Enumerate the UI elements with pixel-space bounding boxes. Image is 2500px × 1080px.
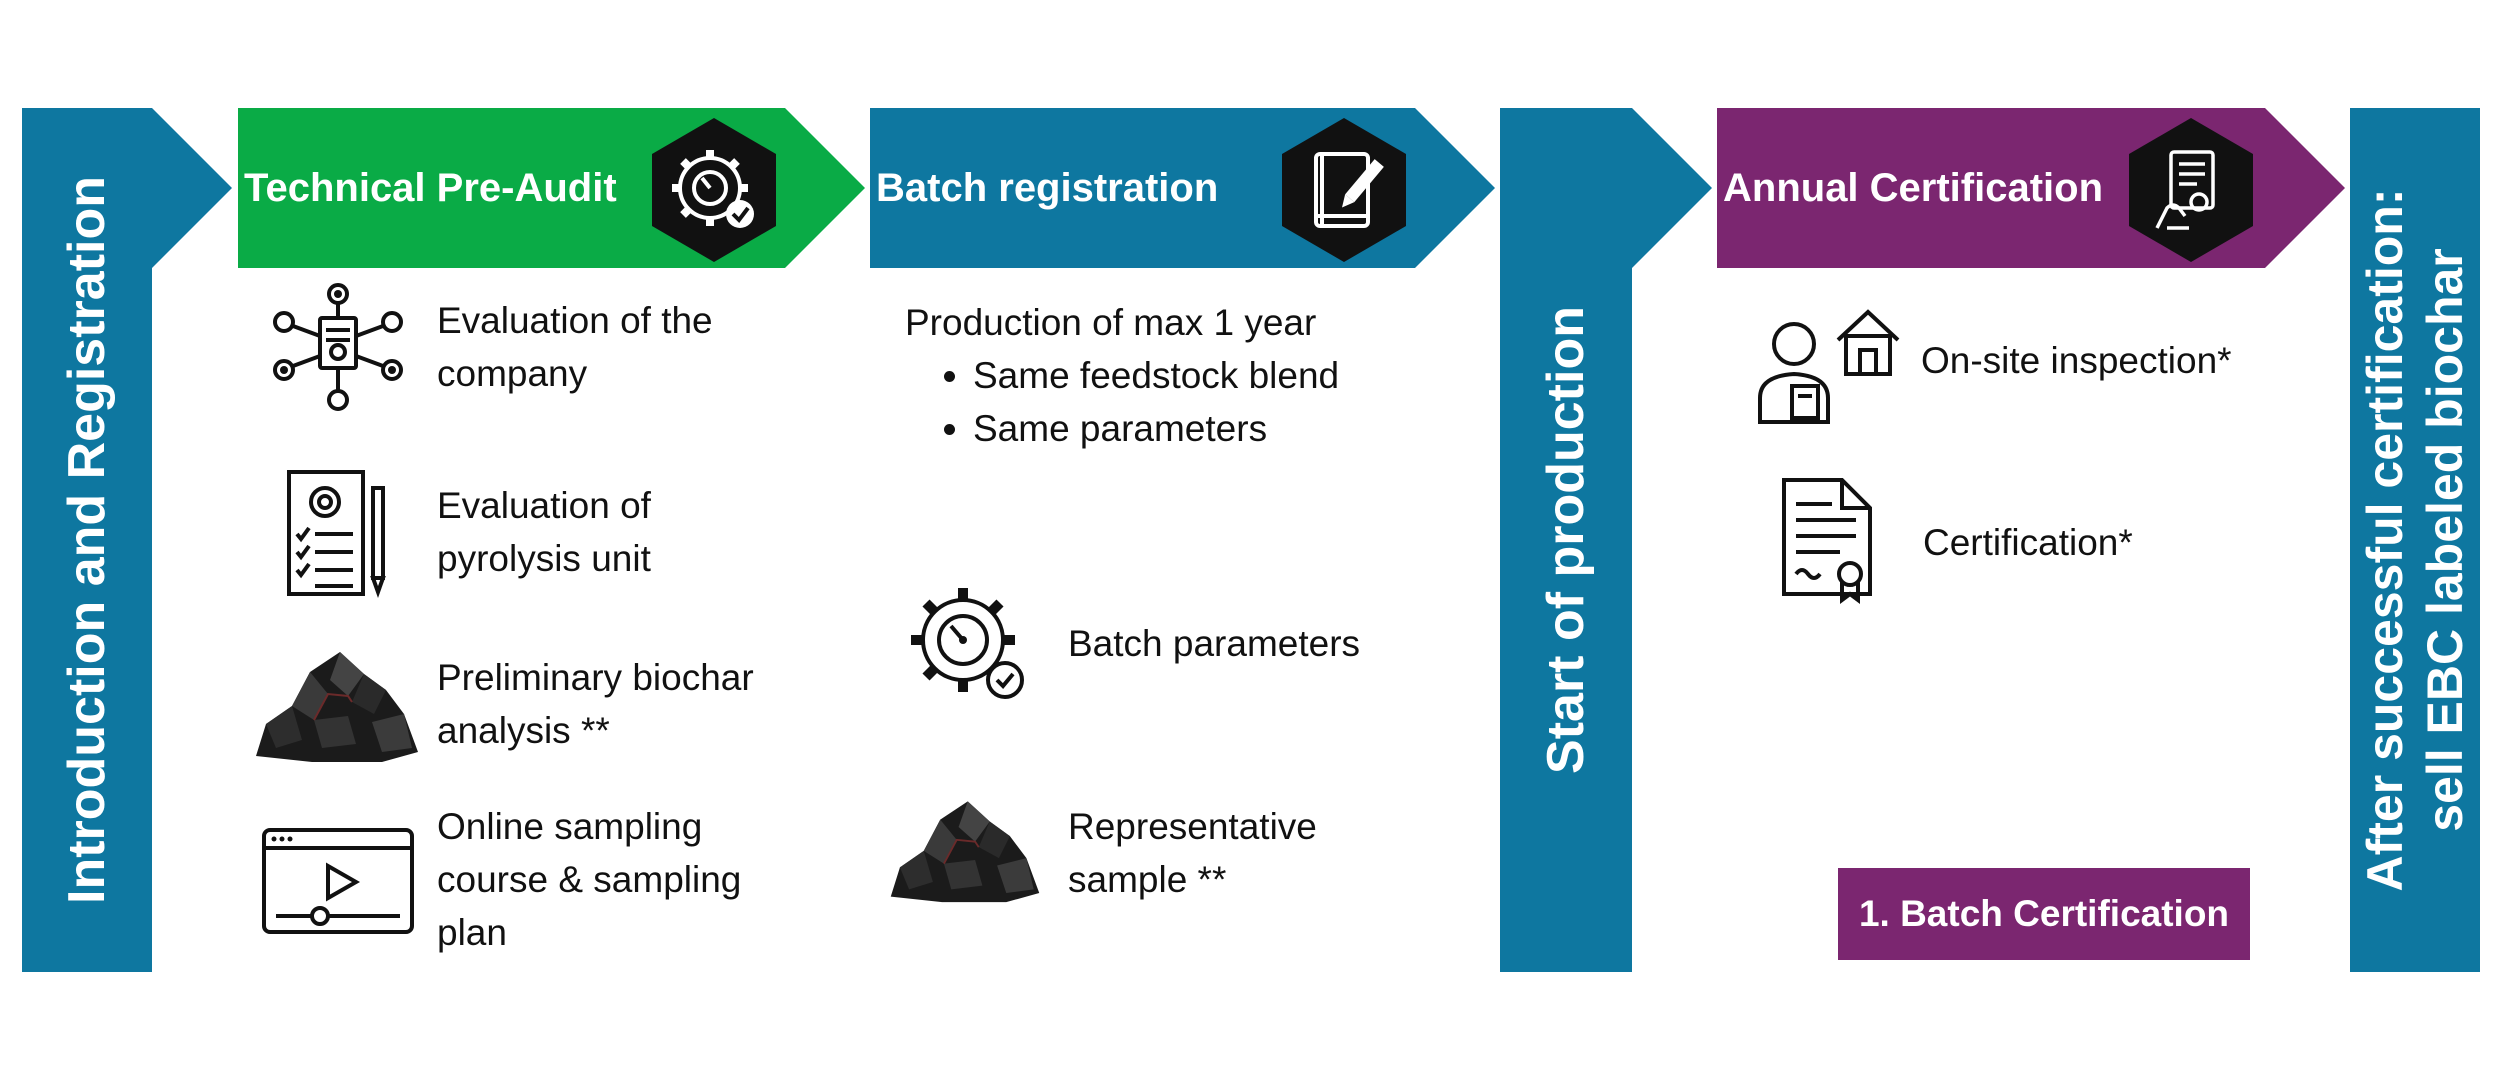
batch-bullet-feedstock: Same feedstock blend <box>973 349 1339 402</box>
network-document-icon <box>273 283 403 411</box>
batch-registration-title: Batch registration <box>876 166 1219 210</box>
checklist-gear-icon <box>287 470 386 598</box>
tech-item-pyrolysis: Evaluation of pyrolysis unit <box>437 485 651 579</box>
batch-production-block: Production of max 1 year Same feedstock … <box>905 296 1339 455</box>
intro-column-shape <box>22 108 232 972</box>
tech-item-company: Evaluation of the company <box>437 300 713 394</box>
gauge-gear-icon <box>911 588 1024 699</box>
video-player-icon <box>262 828 414 934</box>
notebook-pen-icon <box>1282 118 1406 262</box>
annual-item-certification: Certification* <box>1923 522 2133 563</box>
biochar-pile-icon <box>256 652 418 762</box>
annual-item-inspection: On-site inspection* <box>1921 340 2232 381</box>
gear-check-icon <box>652 118 776 262</box>
final-column-shape <box>2350 108 2480 972</box>
certificate-document-icon <box>1782 478 1872 604</box>
certificate-hand-icon <box>2129 118 2253 262</box>
tech-item-sampling-course: Online sampling course & sampling plan <box>437 806 742 953</box>
technical-pre-audit-title: Technical Pre-Audit <box>244 166 617 210</box>
tech-item-biochar-analysis: Preliminary biochar analysis ** <box>437 657 754 751</box>
batch-certification-badge: 1. Batch Certification <box>1838 868 2250 960</box>
final-step-line-2: sell EBC labeled biochar <box>2417 248 2473 832</box>
start-of-production-label: Start of production <box>1537 306 1595 774</box>
batch-production-text: Production of max 1 year <box>905 302 1317 343</box>
batch-bullet-list: Same feedstock blend Same parameters <box>905 349 1339 455</box>
biochar-pile-icon <box>890 801 1040 903</box>
annual-certification-title: Annual Certification <box>1723 166 2104 210</box>
inspector-house-icon <box>1758 309 1900 424</box>
start-column-shape <box>1500 108 1712 972</box>
final-step-line-1: After successful certification: <box>2357 188 2413 892</box>
intro-registration-label: Introduction and Registration <box>58 176 116 904</box>
batch-item-sample: Representative sample ** <box>1068 806 1317 900</box>
batch-bullet-parameters: Same parameters <box>973 402 1339 455</box>
batch-item-parameters: Batch parameters <box>1068 623 1361 664</box>
final-step-label: After successful certification: sell EBC… <box>2355 189 2475 892</box>
